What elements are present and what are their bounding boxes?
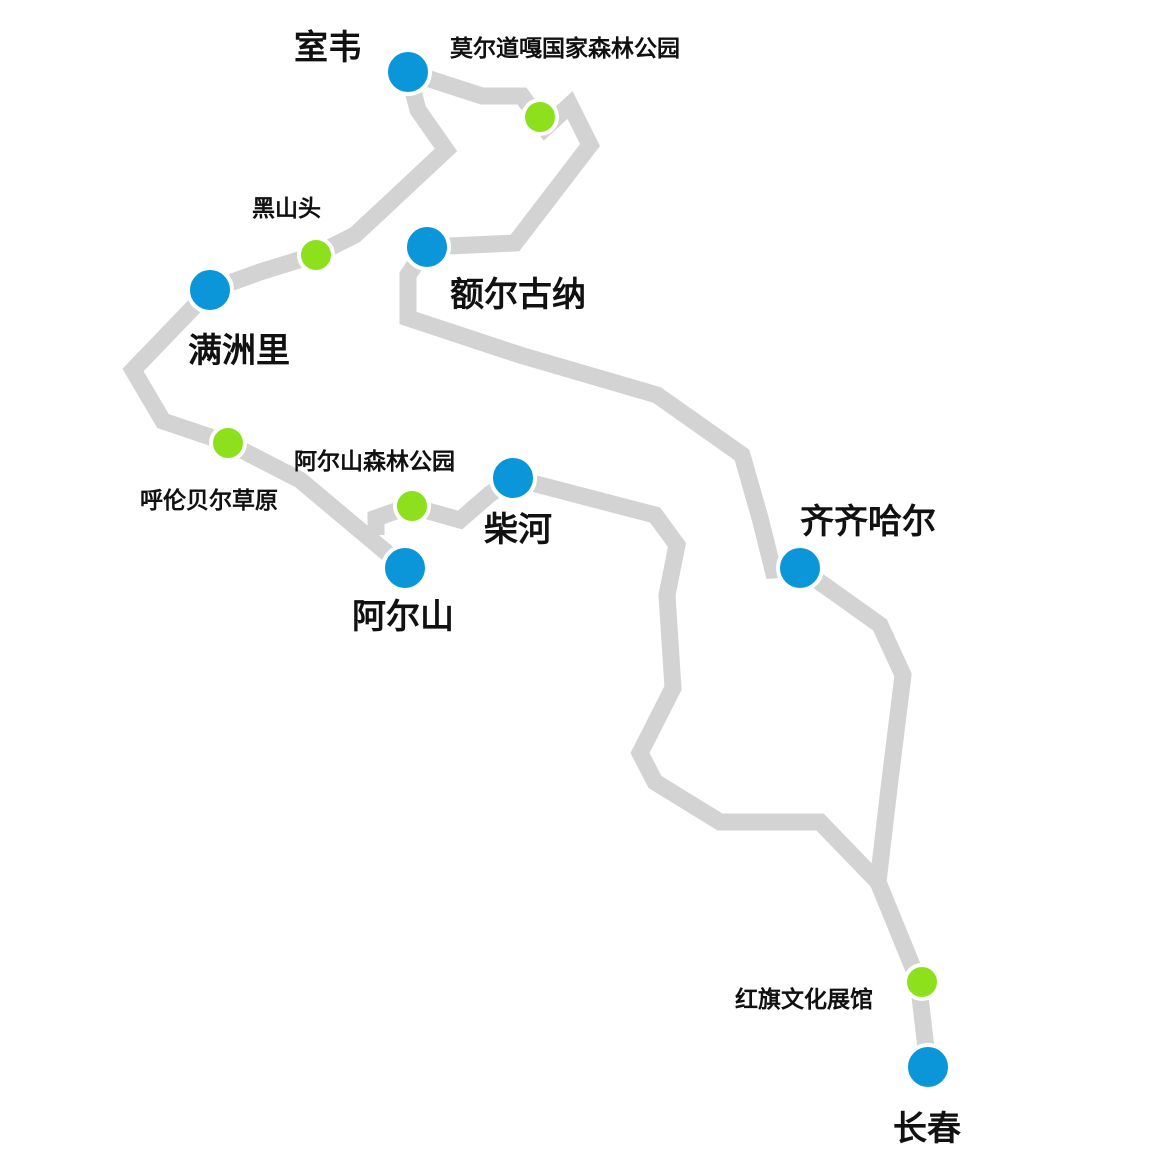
route-segment-qiqihar-junction: [795, 561, 912, 883]
city-label-erguna: 额尔古纳: [450, 275, 586, 315]
attraction-node-aershan-forest: [393, 487, 431, 525]
attraction-node-heishantou: [297, 236, 335, 274]
attraction-node-moerdaoga: [521, 98, 559, 136]
city-node-qiqihar: [776, 544, 824, 592]
attraction-label-heishantou: 黑山头: [252, 196, 321, 222]
route-segment-chaihe-junction: [510, 469, 885, 888]
city-label-shiwei: 室韦: [294, 28, 362, 68]
city-node-erguna: [403, 223, 451, 271]
route-segment-shiwei-manzhouli: [207, 69, 458, 298]
attraction-label-aershan-forest: 阿尔山森林公园: [294, 449, 455, 475]
city-label-manzhouli: 满洲里: [188, 331, 290, 371]
route-segment-manzhouli-aershan: [122, 284, 411, 575]
attraction-node-hongqi: [903, 963, 941, 1001]
attraction-label-hulunbuir: 呼伦贝尔草原: [140, 488, 278, 514]
city-node-manzhouli: [186, 266, 234, 314]
city-node-changchun: [904, 1043, 952, 1091]
city-node-chaihe: [489, 454, 537, 502]
city-node-shiwei: [384, 48, 432, 96]
city-label-chaihe: 柴河: [484, 510, 552, 550]
attraction-label-moerdaoga: 莫尔道嘎国家森林公园: [450, 36, 680, 62]
city-label-aershan: 阿尔山: [352, 597, 454, 637]
city-node-aershan: [381, 544, 429, 592]
city-label-qiqihar: 齐齐哈尔: [800, 502, 936, 542]
attraction-label-hongqi: 红旗文化展馆: [735, 987, 873, 1013]
city-label-changchun: 长春: [893, 1109, 961, 1149]
attraction-node-hulunbuir: [209, 424, 247, 462]
